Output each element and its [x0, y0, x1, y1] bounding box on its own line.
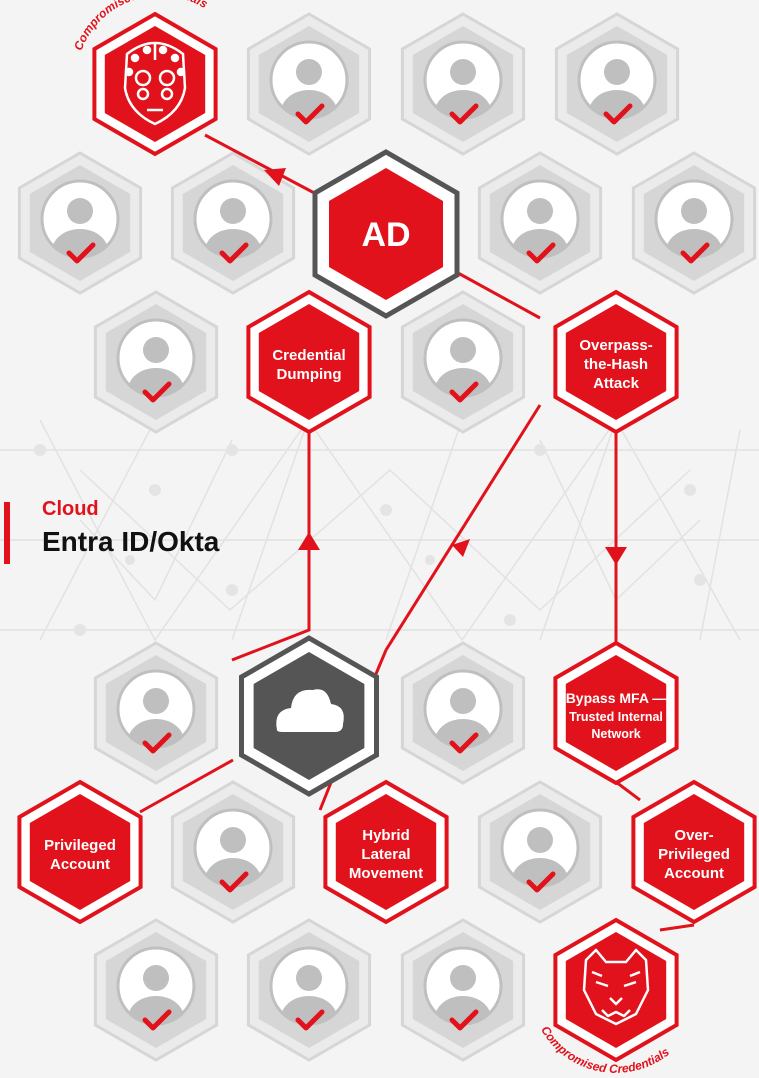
cloud-hub: [239, 635, 379, 797]
background-network: [0, 418, 759, 642]
svg-text:Credential: Credential: [272, 347, 345, 364]
svg-text:Trusted Internal: Trusted Internal: [569, 710, 663, 724]
svg-text:Network: Network: [591, 727, 640, 741]
user-node: [248, 920, 369, 1060]
svg-text:Privileged: Privileged: [44, 837, 116, 854]
background-nodes: [34, 444, 706, 636]
ad-label: AD: [361, 216, 410, 254]
svg-text:Overpass-: Overpass-: [579, 337, 652, 354]
user-node: [248, 14, 369, 154]
svg-text:the-Hash: the-Hash: [584, 356, 648, 373]
svg-text:Dumping: Dumping: [277, 366, 342, 383]
svg-text:Over-: Over-: [674, 827, 713, 844]
user-node: [95, 920, 216, 1060]
user-node: [402, 643, 523, 783]
user-node: [95, 643, 216, 783]
legend-accent-bar: [4, 502, 10, 564]
step-hybrid-lateral-movement: Hybrid Lateral Movement: [325, 782, 446, 922]
step-credential-dumping: Credential Dumping: [248, 292, 369, 432]
svg-text:Account: Account: [50, 856, 110, 873]
user-node: [479, 153, 600, 293]
ad-hub: AD: [312, 149, 460, 319]
legend-kicker: Cloud: [42, 498, 99, 520]
user-node: [633, 153, 754, 293]
attack-path-arrows: [264, 168, 627, 565]
svg-text:Hybrid: Hybrid: [362, 827, 410, 844]
user-node: [479, 782, 600, 922]
robot-mask-icon: [123, 41, 187, 126]
legend-title: Entra ID/Okta: [42, 526, 220, 557]
user-node: [402, 14, 523, 154]
svg-text:Bypass MFA —: Bypass MFA —: [566, 690, 667, 706]
user-node: [95, 292, 216, 432]
step-overpass-the-hash: Overpass- the-Hash Attack: [555, 292, 676, 432]
user-node: [172, 782, 293, 922]
step-privileged-account: Privileged Account: [19, 782, 140, 922]
svg-text:Movement: Movement: [349, 865, 423, 882]
user-node: [402, 292, 523, 432]
svg-text:Privileged: Privileged: [658, 846, 730, 863]
svg-text:Lateral: Lateral: [361, 846, 410, 863]
step-bypass-mfa: Bypass MFA — Trusted Internal Network: [555, 643, 676, 783]
svg-text:Account: Account: [664, 865, 724, 882]
svg-text:Attack: Attack: [593, 375, 640, 392]
step-over-privileged-account: Over- Privileged Account: [633, 782, 754, 922]
compromised-credentials-bottom: [555, 920, 676, 1060]
panther-head-icon: [582, 948, 650, 1026]
user-node: [556, 14, 677, 154]
cloud-icon: [276, 689, 344, 732]
user-node: [19, 153, 140, 293]
compromised-credentials-top: [94, 14, 215, 154]
user-node: [402, 920, 523, 1060]
attack-path-lines: [139, 133, 695, 932]
